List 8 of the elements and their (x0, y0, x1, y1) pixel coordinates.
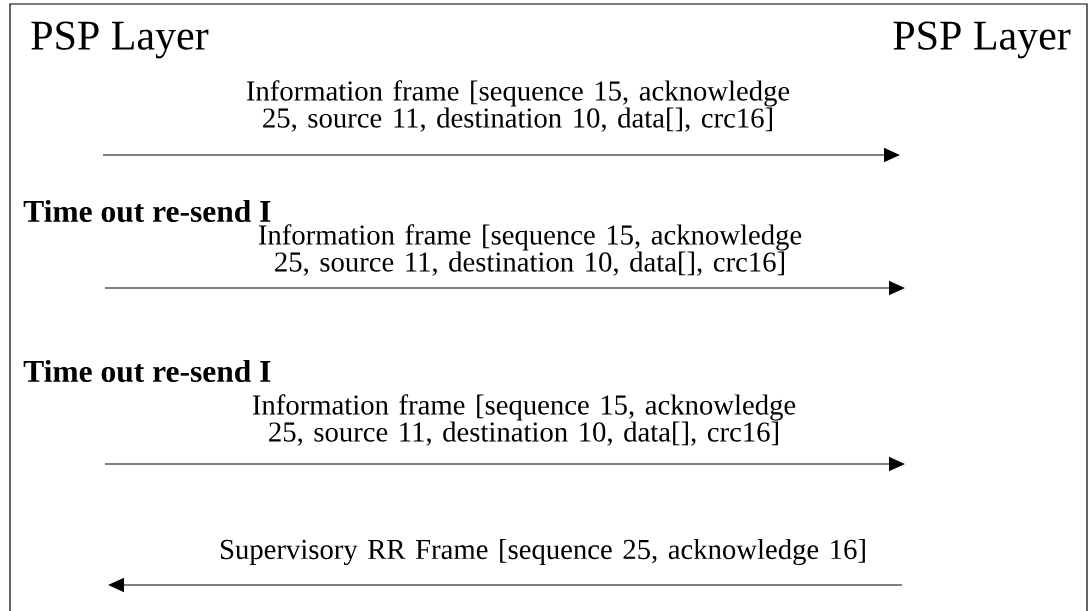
layer-label: PSP Layer (31, 21, 209, 59)
message-label: Information frame [sequence 15, acknowledge 25, source 11, destination 10, data[], crc16] (246, 80, 790, 132)
layer-label: PSP Layer (893, 21, 1071, 59)
message-label: Information frame [sequence 15, acknowledge 25, source 11, destination 10, data[], crc16] (252, 394, 796, 446)
message-label: Supervisory RR Frame [sequence 25, acknowledge 16] (220, 538, 865, 566)
message-label: Information frame [sequence 15, acknowledge 25, source 11, destination 10, data[], crc16] (258, 224, 802, 276)
timeout-label: Time out re-send I (23, 359, 271, 383)
timeout-label: Time out re-send I (23, 199, 271, 223)
